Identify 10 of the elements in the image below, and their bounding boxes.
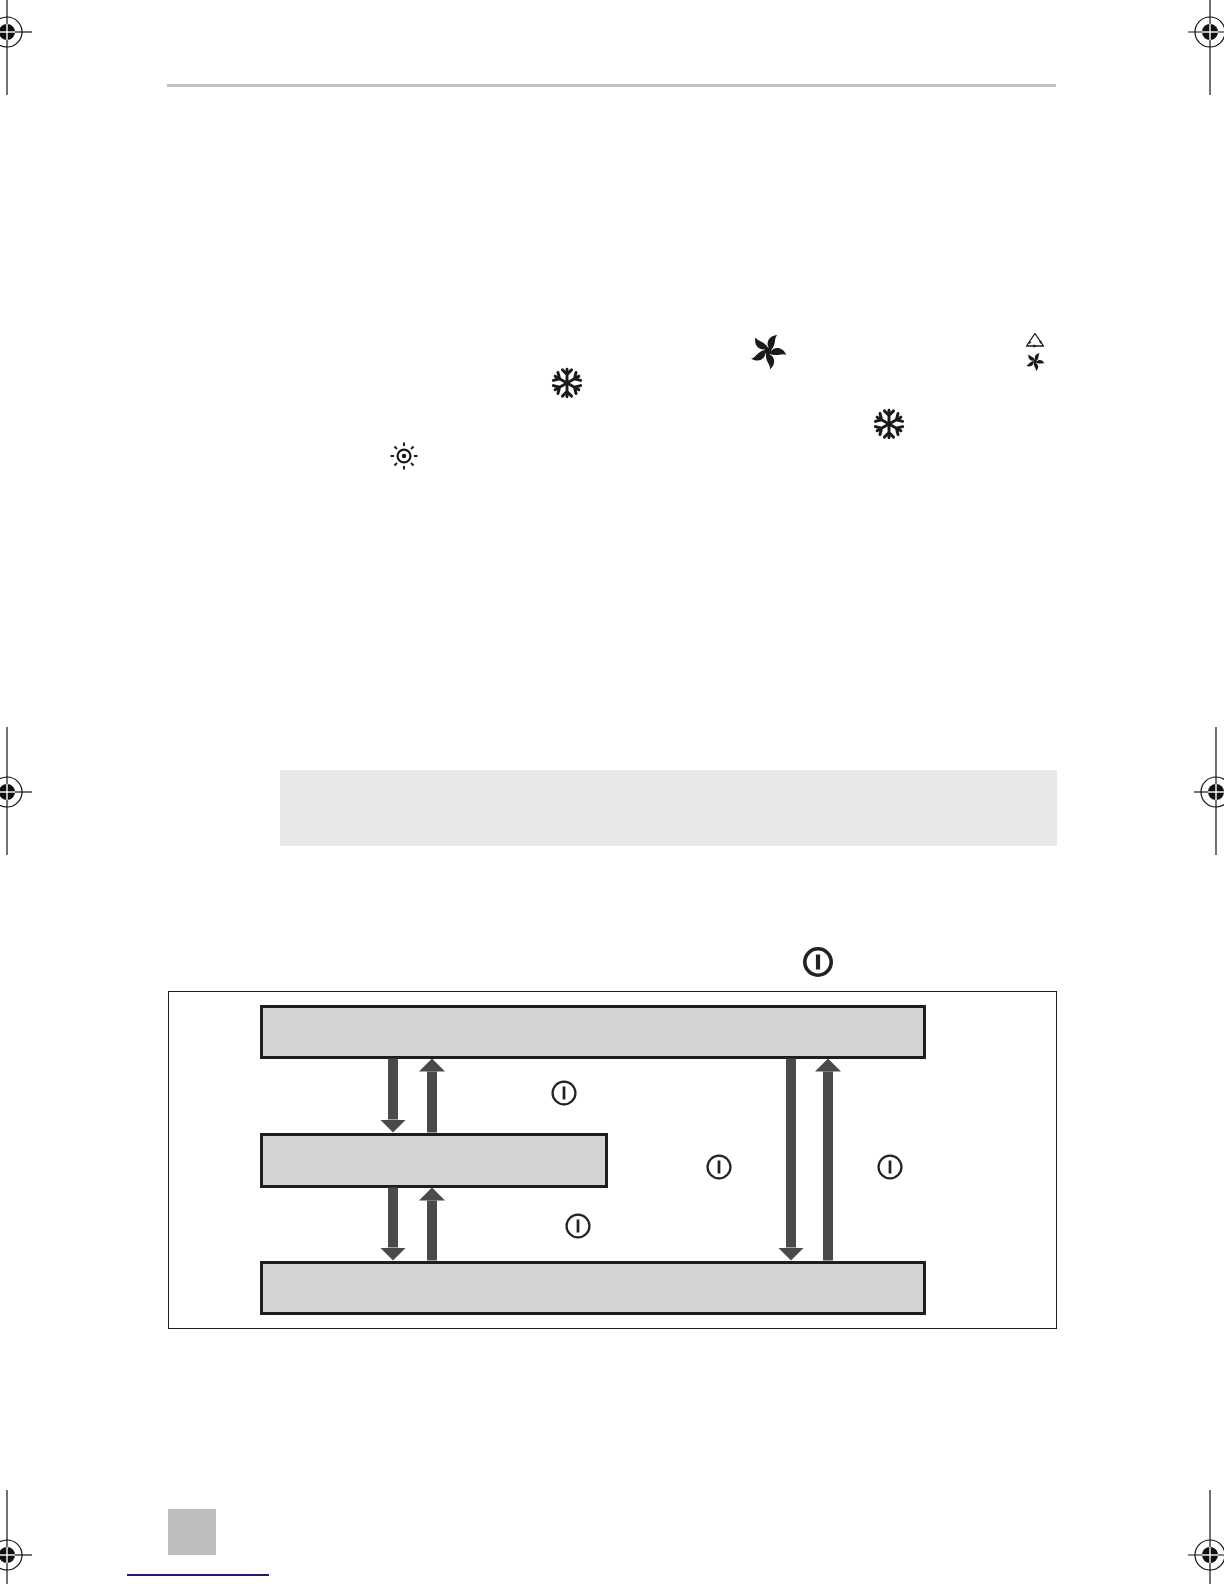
arrow [419, 1187, 445, 1261]
state-box [259, 1260, 926, 1315]
arrow [419, 1058, 445, 1133]
arrow [815, 1058, 841, 1261]
state-box [259, 1132, 608, 1188]
diagram-frame [168, 991, 1057, 1329]
arrow [380, 1187, 406, 1261]
state-box [259, 1004, 926, 1059]
arrow [380, 1058, 406, 1133]
arrow [778, 1058, 804, 1261]
